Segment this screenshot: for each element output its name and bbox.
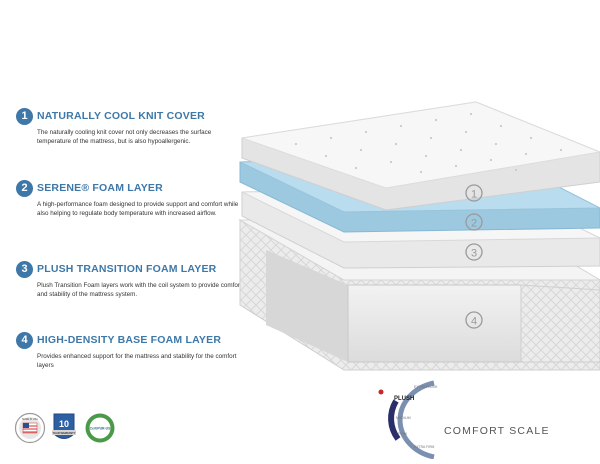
layer-number-badge: 1 xyxy=(16,108,33,125)
layer-number-badge: 3 xyxy=(16,261,33,278)
diagram-marker-1: 1 xyxy=(465,184,483,202)
comfort-scale: EXTRA PLUSH PLUSH MEDIUM FIRM EXTRA FIRM… xyxy=(368,375,600,459)
svg-text:3: 3 xyxy=(471,248,477,260)
certipur-badge: CertiPUR-US xyxy=(85,413,115,443)
comfort-level-firm: FIRM xyxy=(398,432,407,436)
comfort-level-extra-firm: EXTRA FIRM xyxy=(414,445,435,449)
comfort-level-extra-plush: EXTRA PLUSH xyxy=(414,385,438,389)
warranty-badge: 10 YEAR WARRANTY xyxy=(52,413,76,439)
diagram-marker-4: 4 xyxy=(465,311,483,329)
svg-text:1: 1 xyxy=(471,189,477,201)
comfort-level-plush: PLUSH xyxy=(394,396,414,402)
layer-description: Provides enhanced support for the mattre… xyxy=(37,353,237,369)
comfort-scale-label: COMFORT SCALE xyxy=(444,425,550,437)
comfort-scale-dial: EXTRA PLUSH PLUSH MEDIUM FIRM EXTRA FIRM xyxy=(378,380,438,459)
svg-text:CertiPUR-US: CertiPUR-US xyxy=(90,427,111,431)
layer-description: Plush Transition Foam layers work with t… xyxy=(37,282,242,298)
diagram-marker-3: 3 xyxy=(465,243,483,261)
svg-text:MADE IN USA: MADE IN USA xyxy=(22,418,38,421)
layer-description: The naturally cooling knit cover not onl… xyxy=(37,129,212,145)
diagram-marker-2: 2 xyxy=(465,213,483,231)
layer-number-badge: 2 xyxy=(16,180,33,197)
base-foam-block xyxy=(266,250,600,363)
svg-text:4: 4 xyxy=(471,316,477,328)
cover-quilting-dots xyxy=(294,112,563,174)
mattress-layers-illustration: 1 2 3 4 xyxy=(238,101,600,371)
comfort-scale-pointer-icon xyxy=(378,389,384,395)
svg-text:YEAR WARRANTY: YEAR WARRANTY xyxy=(53,431,76,435)
layer-title: PLUSH TRANSITION FOAM LAYER xyxy=(37,263,217,275)
knit-cover-layer xyxy=(241,101,600,211)
svg-text:2: 2 xyxy=(471,218,477,230)
layer-description: A high-performance foam designed to prov… xyxy=(37,201,239,217)
svg-text:10: 10 xyxy=(59,419,69,429)
comfort-level-medium: MEDIUM xyxy=(396,416,411,420)
layer-title: SERENE® FOAM LAYER xyxy=(37,182,163,194)
layer-title: HIGH-DENSITY BASE FOAM LAYER xyxy=(37,334,222,346)
layer-title: NATURALLY COOL KNIT COVER xyxy=(37,110,205,122)
made-in-usa-badge: MADE IN USA xyxy=(14,412,46,444)
layer-number-badge: 4 xyxy=(16,332,33,349)
certification-badges: MADE IN USA 10 YEAR WARRANTY CertiPUR-US xyxy=(14,412,115,444)
